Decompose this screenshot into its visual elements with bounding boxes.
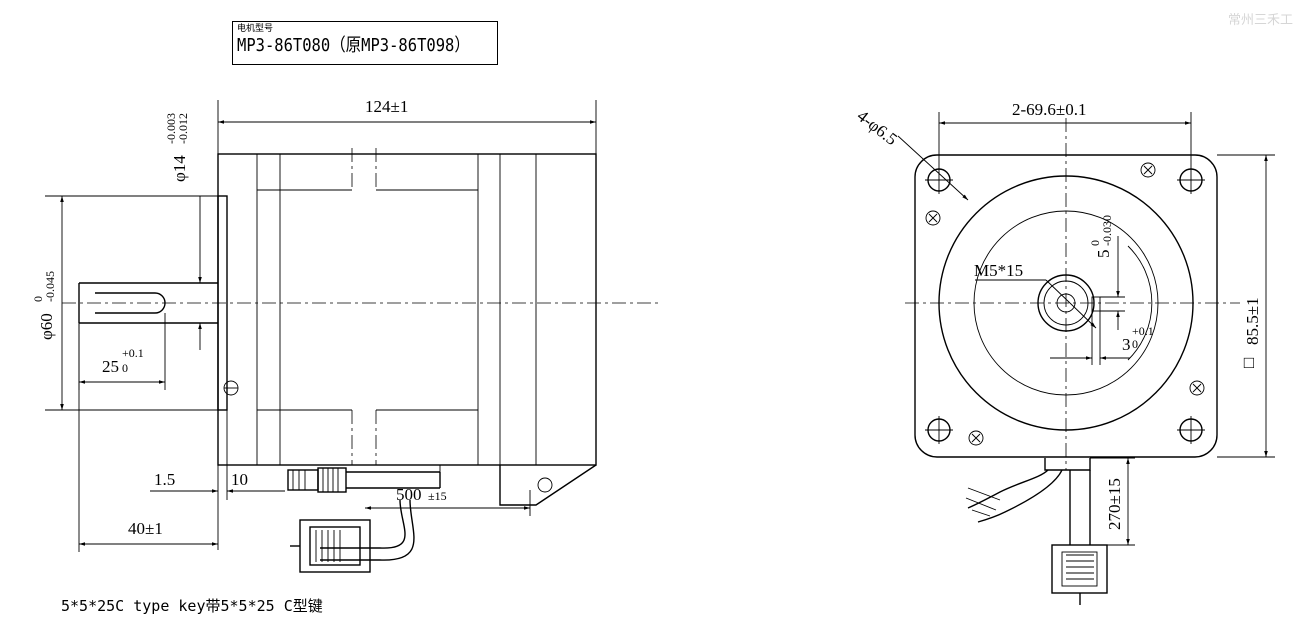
svg-text:0: 0 [122, 361, 128, 375]
dim-overall-length: 124±1 [217, 97, 597, 154]
dim-lead-length: 500 ±15 [365, 485, 531, 516]
dim-key-length-text: 25 [102, 357, 119, 376]
svg-text:+0.1: +0.1 [1132, 324, 1154, 338]
svg-text:0: 0 [1132, 337, 1138, 351]
model-label-box: 电机型号 MP3-86T080（原MP3-86T098） [232, 21, 498, 65]
dim-pilot-diameter: φ60 0 -0.045 [31, 195, 218, 411]
square-symbol: □ [1239, 358, 1258, 368]
dim-hole-spacing-text: 2-69.6±0.1 [1012, 100, 1087, 119]
dim-shaft-diameter: φ14 -0.003 -0.012 [164, 113, 218, 350]
key-footnote: 5*5*25C type key带5*5*25 C型键 [61, 597, 323, 615]
mounting-holes [925, 166, 1205, 444]
dim-pilot-diameter-text: φ60 [37, 313, 56, 340]
dim-thread-text: M5*15 [974, 261, 1023, 280]
dim-holes-text: 4-φ6.5 [854, 106, 901, 149]
dim-holes: 4-φ6.5 [854, 106, 969, 201]
dim-flange-thk-text: 1.5 [154, 470, 175, 489]
dim-key-width: 5 0 -0.030 [1088, 215, 1125, 330]
front-view: 2-69.6±0.1 4-φ6.5 M5*15 5 0 -0.030 [854, 100, 1275, 605]
svg-text:-0.003: -0.003 [164, 113, 178, 144]
svg-text:±15: ±15 [428, 489, 447, 503]
motor-body [217, 153, 597, 506]
dim-shaft-extension-text: 40±1 [128, 519, 163, 538]
dim-flange-width-text: 10 [231, 470, 248, 489]
svg-text:0: 0 [1088, 240, 1102, 246]
dim-frame-size-text: 85.5±1 [1243, 297, 1262, 345]
dim-hole-spacing: 2-69.6±0.1 [938, 100, 1192, 166]
side-view: 124±1 φ14 -0.003 -0.012 φ60 0 -0.045 [31, 97, 660, 573]
cable-exit [965, 458, 1108, 605]
frame-screws [925, 162, 1205, 446]
dim-flange: 1.5 10 [150, 410, 285, 550]
motor-front-circle [938, 175, 1194, 431]
dim-overall-length-text: 124±1 [365, 97, 408, 116]
dim-lead-length-text: 500 [396, 485, 422, 504]
dim-cable-length: 270±15 [1090, 457, 1135, 546]
svg-text:0: 0 [31, 296, 45, 302]
model-label: 电机型号 [237, 24, 274, 34]
watermark: 常州三禾工 [1227, 13, 1293, 28]
dim-key-width-text: 5 [1094, 250, 1113, 259]
dim-key-depth: 3 +0.1 0 [1050, 311, 1154, 365]
svg-text:-0.045: -0.045 [43, 271, 57, 302]
dim-key-length: 25 +0.1 0 [78, 313, 166, 390]
dim-shaft-diameter-text: φ14 [170, 155, 189, 182]
dim-key-depth-text: 3 [1122, 335, 1131, 354]
dim-cable-length-text: 270±15 [1105, 478, 1124, 530]
shaft-end [1037, 274, 1095, 332]
dim-frame-size: 85.5±1 □ [1217, 154, 1275, 458]
svg-text:+0.1: +0.1 [122, 346, 144, 360]
lead-wire-assembly [287, 467, 441, 573]
dim-shaft-extension: 40±1 [78, 323, 218, 552]
svg-text:-0.030: -0.030 [1100, 215, 1114, 246]
motor-square-frame [914, 154, 1218, 458]
dim-thread: M5*15 [974, 261, 1097, 329]
svg-text:-0.012: -0.012 [176, 113, 190, 144]
model-value: MP3-86T080（原MP3-86T098） [237, 35, 470, 56]
